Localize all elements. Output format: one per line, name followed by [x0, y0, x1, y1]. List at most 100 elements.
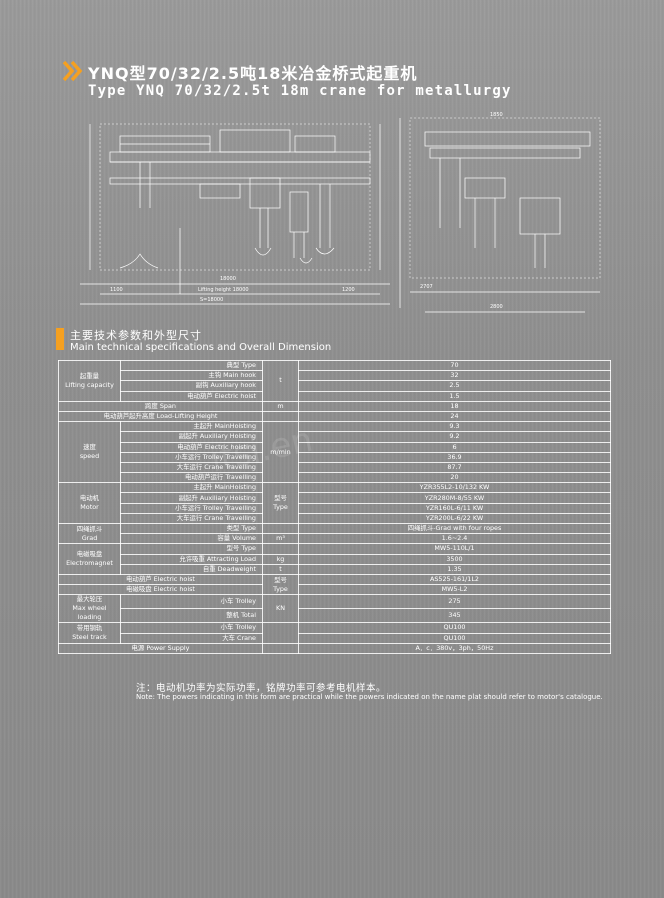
param-unit [262, 622, 299, 644]
param-value: 9.3 [298, 421, 611, 433]
param-item: 主起升 MainHoisting [120, 482, 263, 494]
param-value: 87.7 [298, 461, 611, 474]
param-unit [262, 410, 299, 423]
dim-3: 1100 [110, 287, 123, 293]
param-unit: t [262, 360, 299, 402]
page-title-cn: YNQ型70/32/2.5吨18米冶金桥式起重机 [88, 64, 418, 83]
param-item: 小车 Trolley [120, 622, 263, 634]
param-unit [262, 522, 299, 535]
page-title-en: Type YNQ 70/32/2.5t 18m crane for metall… [88, 83, 512, 99]
param-item: 副起升 Auxiliary Hoisting [120, 431, 263, 443]
table-row: 电动葫芦 Electric hoisting 6 [59, 441, 611, 453]
dim-2: S=18000 [200, 297, 223, 303]
param-value: A．c．380v，3ph，50Hz [298, 642, 611, 654]
param-item: 小车运行 Trolley Travelling [120, 451, 263, 463]
param-item: 自重 Deadweight [120, 563, 263, 575]
table-row: 副起升 Auxiliary Hoisting 9.2 [59, 431, 611, 443]
param-value: 275 [298, 594, 611, 610]
param-item: 整机 Total [120, 608, 263, 624]
param-unit: kg [262, 553, 299, 565]
table-row: 电源 Power Supply A．c．380v，3ph，50Hz [58, 642, 611, 654]
param-value: 9.2 [298, 431, 611, 443]
param-value: YZR160L-6/11 KW [298, 502, 611, 514]
param-item: 电动葫芦运行 Travelling [120, 472, 263, 484]
param-unit: KN [262, 594, 299, 624]
note-cn: 注：电动机功率为实际功率，铭牌功率可参考电机样本。 [136, 683, 387, 694]
param-name: 电动葫芦起升高度 Load-Lifting Height [58, 410, 263, 423]
param-unit: t [262, 563, 299, 575]
note-en: Note: The powers indicating in this form… [136, 693, 603, 701]
param-item: 副钩 Auxiliary hook [120, 380, 263, 392]
param-value: 20 [298, 472, 611, 484]
table-row: 整机 Total 345 [59, 608, 611, 624]
param-item: 大车运行 Crane Travelling [120, 512, 263, 525]
param-unit [262, 543, 299, 555]
param-value: 18 [298, 400, 611, 412]
table-row: 大车运行 Crane Travelling 87.7 [59, 461, 611, 474]
param-name: 电动葫芦 Electric hoist [58, 573, 263, 586]
param-name: 电源 Power Supply [58, 642, 263, 654]
param-unit: m³ [262, 533, 299, 545]
dim-4: 1200 [342, 287, 355, 293]
param-item: 大车运行 Crane Travelling [120, 461, 263, 474]
param-item: 电动葫芦 Electric hoist [120, 390, 263, 402]
param-item: 典型 Type [120, 359, 263, 372]
param-name: 跨度 Span [58, 400, 263, 412]
param-item: 主起升 MainHoisting [120, 421, 263, 433]
param-item: 小车 Trolley [120, 594, 263, 610]
param-value: YZR280M-8/55 KW [298, 492, 611, 504]
dim-5: 2707 [420, 284, 433, 290]
dim-1: 18000 [220, 276, 236, 282]
param-item: 容量 Volume [120, 533, 263, 545]
param-item: 副起升 Auxiliary Hoisting [120, 492, 263, 504]
section-title-en: Main technical specifications and Overal… [70, 342, 332, 353]
param-unit [262, 642, 299, 654]
table-row: 副起升 Auxiliary Hoisting YZR280M-8/55 KW [59, 492, 611, 504]
param-value: 70 [298, 359, 611, 372]
param-value: 32 [298, 370, 611, 382]
table-row: 主钩 Main hook 32 [59, 370, 611, 382]
param-value: 1.6~2.4 [298, 533, 611, 545]
table-row: 电动葫芦运行 Travelling 20 [59, 472, 611, 484]
param-value: MW5-L2 [298, 584, 611, 596]
param-item: 电动葫芦 Electric hoisting [120, 441, 263, 453]
param-item: 允许吸重 Attracting Load [120, 553, 263, 565]
param-item: 主钩 Main hook [120, 370, 263, 382]
section-marker [56, 328, 64, 350]
chevron-icon [62, 60, 83, 82]
param-value: 1.5 [298, 390, 611, 402]
param-value: 1.35 [298, 563, 611, 575]
param-value: YZR200L-6/22 KW [298, 512, 611, 525]
param-value: 3500 [298, 553, 611, 565]
section-title-cn: 主要技术参数和外型尺寸 [70, 329, 202, 342]
param-value: QU100 [298, 632, 611, 644]
param-value: AS525-161/1L2 [298, 573, 611, 586]
param-item: 小车运行 Trolley Travelling [120, 502, 263, 514]
param-value: 345 [298, 608, 611, 624]
param-value: 6 [298, 441, 611, 453]
table-row: 电磁吸盘 Electric hoist MW5-L2 [58, 584, 611, 596]
table-row: 电动葫芦 Electric hoist 1.5 [59, 390, 611, 402]
param-item: 型号 Type [120, 543, 263, 555]
param-name: 电磁吸盘 Electric hoist [58, 584, 263, 596]
dim-lifting-height: Lifting height 18000 [198, 287, 249, 293]
